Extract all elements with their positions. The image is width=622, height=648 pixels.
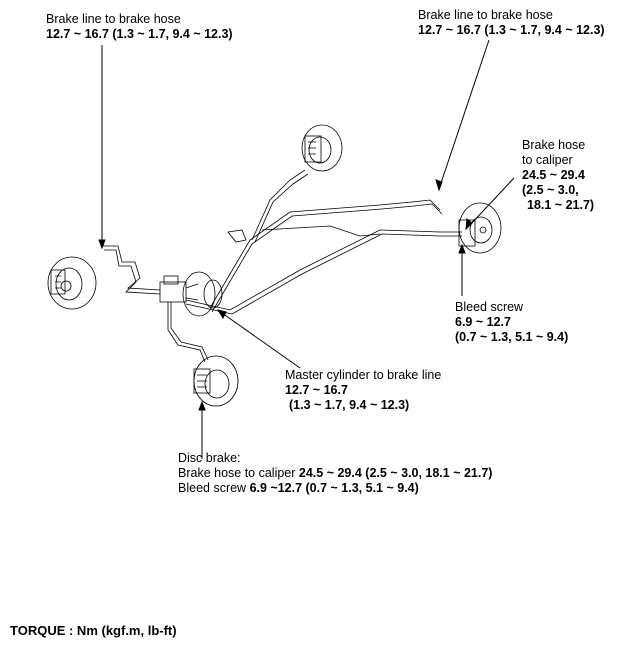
front-right-disc [458,202,502,254]
label-value2: (1.3 ~ 1.7, 9.4 ~ 12.3) [289,398,410,412]
label-line1-value: 24.5 ~ 29.4 (2.5 ~ 3.0, 18.1 ~ 21.7) [298,466,493,480]
label-line2: Bleed screw 6.9 ~12.7 (0.7 ~ 1.3, 5.1 ~ … [178,481,492,496]
label-line2-value: 6.9 ~12.7 (0.7 ~ 1.3, 5.1 ~ 9.4) [249,481,419,495]
brake-lines [102,169,462,363]
label-value2: (0.7 ~ 1.3, 5.1 ~ 9.4) [455,330,569,344]
label-title: Brake line to brake hose [46,12,181,26]
label-line1-text: Brake hose to caliper [178,466,299,480]
label-value2: (2.5 ~ 3.0, [522,183,579,197]
label-line1: Brake hose to caliper 24.5 ~ 29.4 (2.5 ~… [178,466,492,481]
front-left-disc [193,355,239,407]
label-torque-value: 12.7 ~ 16.7 (1.3 ~ 1.7, 9.4 ~ 12.3) [46,27,233,41]
label-title: Master cylinder to brake line [285,368,442,382]
label-master-cylinder: Master cylinder to brake line 12.7 ~ 16.… [285,368,441,413]
rear-left-brake [47,256,97,310]
label-value3: 18.1 ~ 21.7) [527,198,595,212]
label-value1: 6.9 ~ 12.7 [455,315,511,329]
label-bleed-screw: Bleed screw 6.9 ~ 12.7 (0.7 ~ 1.3, 5.1 ~… [455,300,568,345]
label-disc-brake: Disc brake: Brake hose to caliper 24.5 ~… [178,451,492,496]
label-title: Disc brake: [178,451,241,465]
label-title: Brake line to brake hose [418,8,553,22]
label-title: Bleed screw [455,300,524,314]
label-brake-line-hose-right: Brake line to brake hose 12.7 ~ 16.7 (1.… [418,8,605,38]
rear-right-brake [301,124,343,172]
label-value1: 12.7 ~ 16.7 [285,383,348,397]
torque-units-footer: TORQUE : Nm (kgf.m, lb-ft) [10,623,177,638]
label-line1: Brake hose [522,138,586,152]
label-value1: 24.5 ~ 29.4 [522,168,585,182]
label-brake-hose-caliper: Brake hose to caliper 24.5 ~ 29.4 (2.5 ~… [522,138,594,213]
label-torque-value: 12.7 ~ 16.7 (1.3 ~ 1.7, 9.4 ~ 12.3) [418,23,605,37]
master-cylinder [159,271,223,317]
label-brake-line-hose-left: Brake line to brake hose 12.7 ~ 16.7 (1.… [46,12,233,42]
label-line2-text: Bleed screw [178,481,250,495]
label-line2: to caliper [522,153,573,167]
